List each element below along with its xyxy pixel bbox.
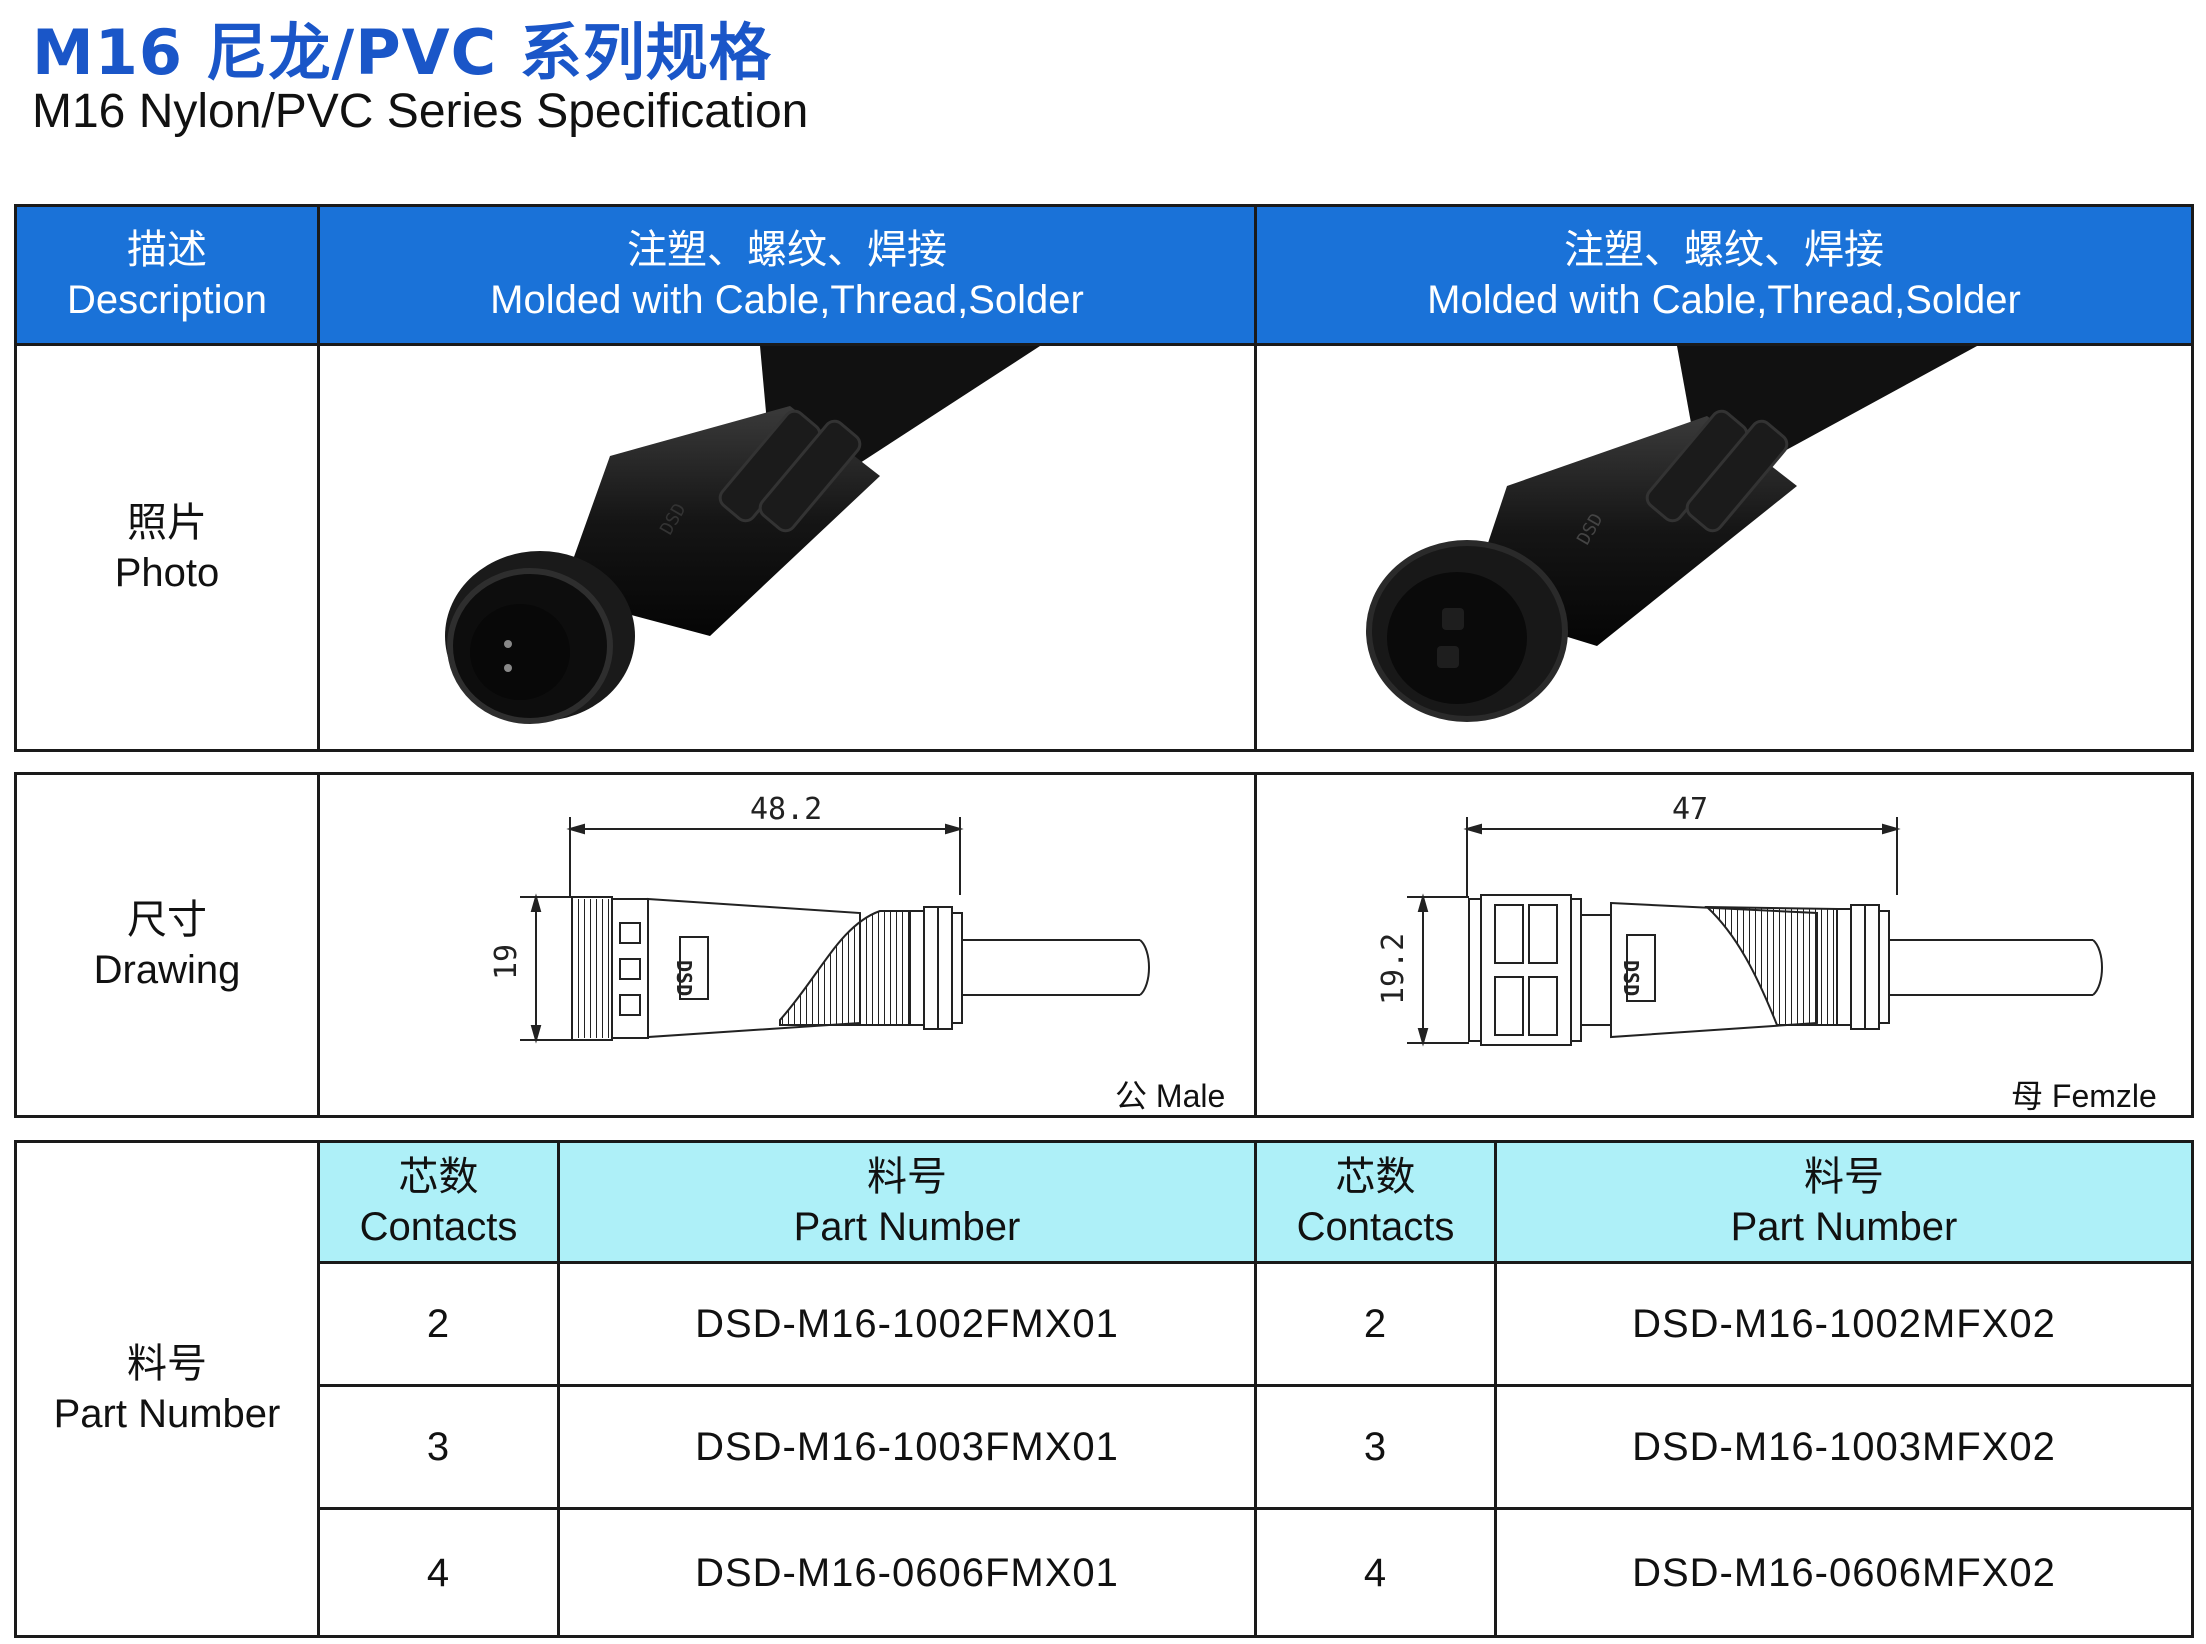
table-row-1-part-a: DSD-M16-1002FMX01 (695, 1302, 1119, 1346)
column-header-contacts-a: 芯数 Contacts (320, 1143, 557, 1261)
column-header-contacts-b-cn: 芯数 (1335, 1155, 1416, 1199)
male-connector-photo: DSD (445, 346, 1040, 724)
female-caption: 母 Femzle (2011, 1071, 2157, 1117)
drawing-label-en: Drawing (93, 948, 241, 992)
header-female-en: Molded with Cable,Thread,Solder (1427, 278, 2021, 322)
column-header-contacts-a-cn: 芯数 (398, 1155, 479, 1199)
table-row-1-part-b: DSD-M16-1002MFX02 (1632, 1302, 2056, 1346)
drawing-label: 尺寸 Drawing (17, 775, 317, 1115)
column-header-contacts-b: 芯数 Contacts (1257, 1143, 1494, 1261)
spec-table-part-numbers: 料号 Part Number 芯数 Contacts 料号 Part Numbe… (14, 1140, 2194, 1638)
table-row-3-contacts-a: 4 (426, 1550, 451, 1595)
table-row-2-part-b: DSD-M16-1003MFX02 (1632, 1425, 2056, 1469)
header-male: 注塑、螺纹、焊接 Molded with Cable,Thread,Solder (320, 207, 1254, 343)
table-row-1-contacts-b: 2 (1363, 1302, 1388, 1346)
male-caption-cn: 公 (1115, 1078, 1148, 1114)
male-caption: 公 Male (1115, 1071, 1225, 1117)
column-header-part-a-cn: 料号 (867, 1155, 947, 1199)
column-header-contacts-a-en: Contacts (359, 1205, 518, 1249)
drawing-label-cn: 尺寸 (127, 898, 207, 942)
column-header-part-b-cn: 料号 (1804, 1155, 1884, 1199)
male-dimension-drawing: DSD 48.2 19 (489, 792, 1150, 1044)
photo-label-cn: 照片 (127, 500, 207, 545)
column-header-part-b-en: Part Number (1730, 1205, 1958, 1249)
column-header-contacts-b-en: Contacts (1296, 1205, 1455, 1249)
column-header-part-a: 料号 Part Number (560, 1143, 1254, 1261)
header-description-en: Description (66, 278, 268, 322)
spec-table-drawing: 尺寸 Drawing DSD 48. (14, 772, 2194, 1118)
page-title-cn: M16 尼龙/PVC 系列规格 (32, 16, 772, 89)
male-length-dimension: 48.2 (750, 792, 822, 827)
column-header-part-a-en: Part Number (793, 1205, 1021, 1249)
female-connector-photo: DSD (1366, 346, 1977, 722)
part-number-label: 料号 Part Number (17, 1143, 317, 1635)
part-number-label-en: Part Number (53, 1392, 281, 1436)
female-diameter-dimension: 19.2 (1376, 933, 1411, 1005)
header-male-en: Molded with Cable,Thread,Solder (490, 278, 1084, 322)
header-male-cn: 注塑、螺纹、焊接 (627, 228, 947, 272)
header-description-cn: 描述 (127, 228, 207, 272)
male-logo: DSD (672, 960, 696, 996)
part-number-label-cn: 料号 (127, 1342, 207, 1386)
male-caption-en: Male (1155, 1078, 1226, 1114)
photo-label: 照片 Photo (17, 346, 317, 749)
spec-table-photo: 描述 Description 注塑、螺纹、焊接 Molded with Cabl… (14, 204, 2194, 752)
female-logo: DSD (1619, 960, 1643, 996)
table-row-2-contacts-b: 3 (1363, 1425, 1388, 1469)
table-row-2-contacts-a: 3 (426, 1425, 451, 1469)
table-row-2-part-a: DSD-M16-1003FMX01 (695, 1425, 1119, 1469)
header-female-cn: 注塑、螺纹、焊接 (1564, 228, 1884, 272)
female-dimension-drawing: DSD 47 19.2 (1376, 792, 2103, 1047)
female-caption-en: Femzle (2051, 1078, 2157, 1114)
photo-label-en: Photo (114, 550, 220, 595)
table-row-3-part-b: DSD-M16-0606MFX02 (1632, 1550, 2056, 1595)
header-female: 注塑、螺纹、焊接 Molded with Cable,Thread,Solder (1257, 207, 2191, 343)
header-description: 描述 Description (17, 207, 317, 343)
table-row-3-contacts-b: 4 (1363, 1550, 1388, 1595)
column-header-part-b: 料号 Part Number (1497, 1143, 2191, 1261)
female-length-dimension: 47 (1672, 792, 1708, 827)
table-row-3-part-a: DSD-M16-0606FMX01 (695, 1550, 1119, 1595)
female-caption-cn: 母 (2011, 1078, 2044, 1114)
male-diameter-dimension: 19 (489, 944, 524, 980)
page-title-en: M16 Nylon/PVC Series Specification (32, 85, 809, 138)
table-row-1-contacts-a: 2 (426, 1302, 451, 1346)
